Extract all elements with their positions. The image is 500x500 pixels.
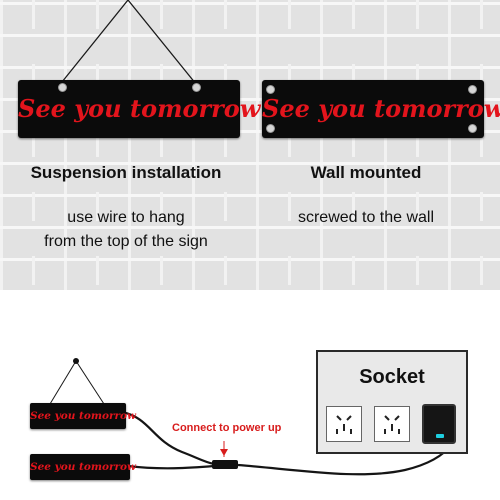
wall-mounted-desc: screwed to the wall bbox=[297, 209, 435, 226]
suspension-desc-line1: use wire to hang bbox=[67, 209, 185, 226]
small-sign-bottom: See you tomorrow bbox=[30, 454, 137, 480]
indicator-light bbox=[436, 434, 444, 438]
sign-wall-mounted: See you tomorrow bbox=[262, 80, 500, 138]
suspension-title: Suspension installation bbox=[30, 163, 222, 182]
sign-suspension: See you tomorrow bbox=[18, 80, 261, 138]
sign-text: See you tomorrow bbox=[30, 460, 137, 473]
outlet-icon bbox=[374, 406, 410, 442]
cable-connector-icon bbox=[212, 460, 238, 469]
sign-text: See you tomorrow bbox=[18, 93, 261, 123]
sign-text: See you tomorrow bbox=[262, 93, 500, 123]
screw-hole bbox=[468, 124, 477, 133]
suspension-desc-line2: from the top of the sign bbox=[44, 233, 208, 250]
brick-wall-background bbox=[0, 0, 500, 290]
mounting-hole bbox=[58, 83, 67, 92]
hanging-hook-icon bbox=[73, 358, 79, 364]
wall-mounted-title: Wall mounted bbox=[310, 163, 422, 182]
screw-hole bbox=[468, 85, 477, 94]
outlet-icon bbox=[326, 406, 362, 442]
power-adapter-icon bbox=[422, 404, 456, 444]
screw-hole bbox=[266, 85, 275, 94]
small-sign-top: See you tomorrow bbox=[30, 403, 137, 429]
sign-text: See you tomorrow bbox=[30, 409, 137, 422]
socket-title: Socket bbox=[359, 366, 425, 388]
connect-to-power-label: Connect to power up bbox=[172, 422, 282, 434]
mounting-hole bbox=[192, 83, 201, 92]
socket-panel: Socket bbox=[316, 350, 468, 454]
screw-hole bbox=[266, 124, 275, 133]
arrow-up-icon bbox=[220, 449, 228, 456]
